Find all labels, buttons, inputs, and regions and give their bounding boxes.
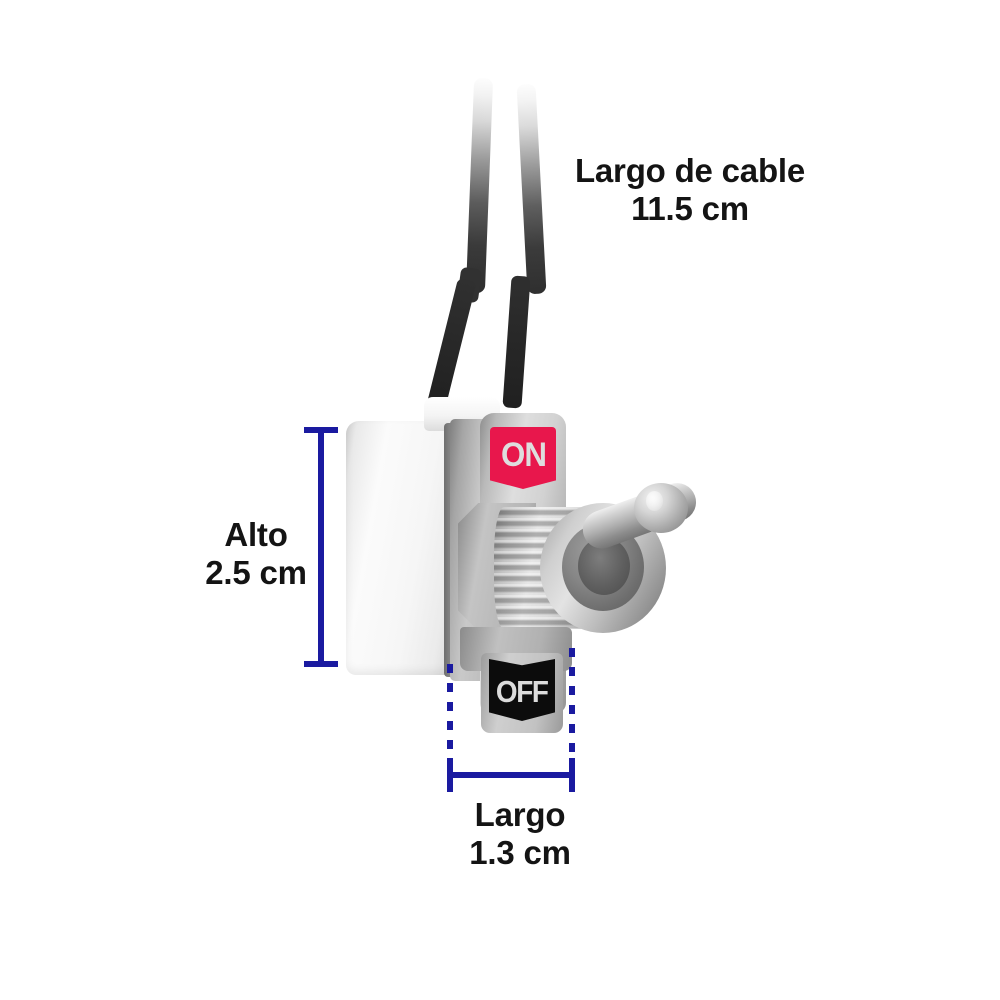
on-label-text: ON <box>500 436 546 474</box>
off-label-text: OFF <box>496 673 549 709</box>
toggle-lever-tip[interactable] <box>634 483 688 533</box>
cable-right-upper-segment <box>516 83 547 295</box>
toggle-switch-product: ON OFF <box>340 395 702 740</box>
height-value: 2.5 cm <box>205 554 307 592</box>
height-dimension-cap-bottom <box>304 661 338 667</box>
cable-left-upper-segment <box>465 77 494 294</box>
cable-length-value: 11.5 cm <box>631 190 749 228</box>
height-annotation: Alto 2.5 cm <box>176 516 336 593</box>
length-leader-line-left <box>447 664 453 772</box>
length-leader-line-right <box>569 648 575 772</box>
cable-right-lower-segment <box>502 275 531 409</box>
height-dimension-shaft <box>318 427 324 667</box>
length-dimension-shaft <box>447 772 575 778</box>
height-label: Alto <box>224 516 288 553</box>
length-label: Largo <box>474 796 566 833</box>
length-dimension-cap-left <box>447 758 453 792</box>
cable-length-annotation: Largo de cable 11.5 cm <box>566 152 814 229</box>
cable-length-label: Largo de cable <box>574 152 806 189</box>
height-dimension-cap-top <box>304 427 338 433</box>
on-indicator-label: ON <box>490 427 556 489</box>
length-dimension-cap-right <box>569 758 575 792</box>
length-annotation: Largo 1.3 cm <box>420 796 620 873</box>
off-indicator-label: OFF <box>489 659 555 721</box>
toggle-lever-highlight <box>646 491 663 511</box>
length-value: 1.3 cm <box>469 834 571 872</box>
